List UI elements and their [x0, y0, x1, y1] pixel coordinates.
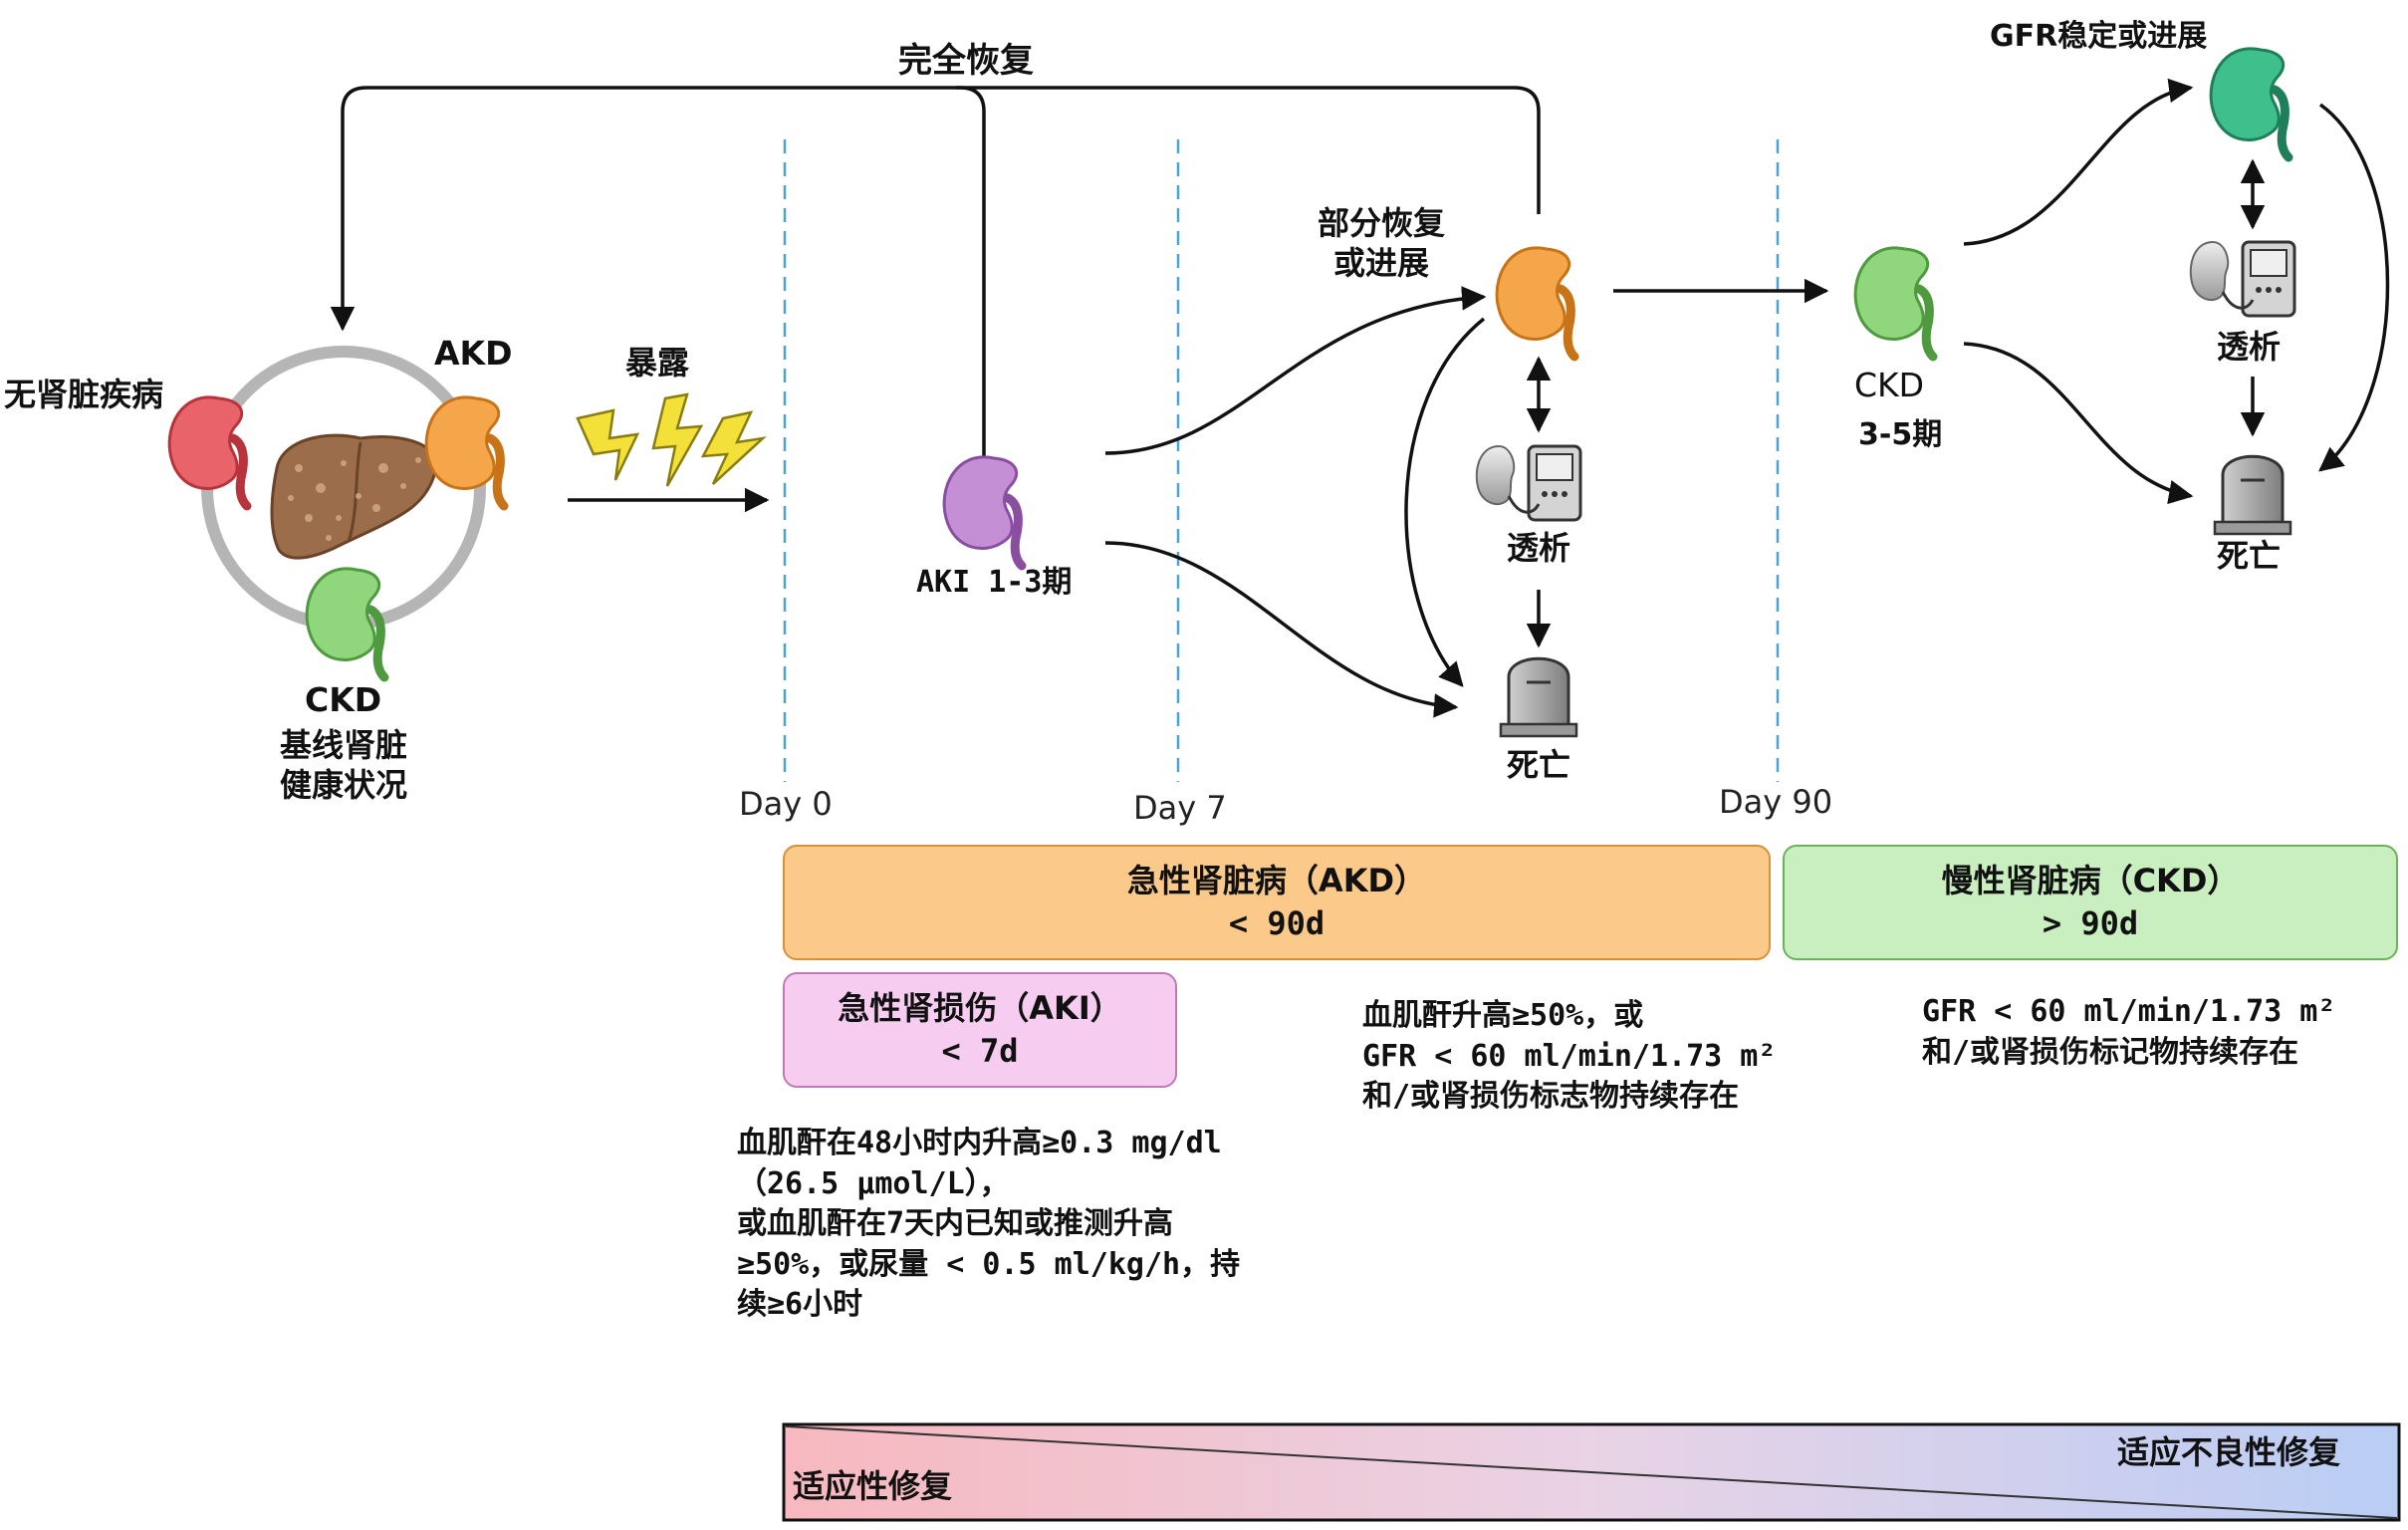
ckd-box-duration: > 90d: [2042, 904, 2139, 942]
repair-gradient-bar: [782, 1422, 2401, 1522]
aki-box-title: 急性肾损伤（AKI）: [838, 988, 1122, 1027]
ckd-box-title: 慢性肾脏病（CKD）: [1941, 861, 2240, 899]
adaptive-repair-label: 适应性修复: [793, 1467, 953, 1505]
aki-to-partial-arrow: [1104, 286, 1487, 455]
lightning-icon: [576, 392, 767, 487]
aki-to-death-arrow: [1104, 541, 1459, 718]
day0-label: Day 0: [739, 785, 833, 823]
kidney-green-ckd-icon: [1853, 246, 1933, 357]
day7-label: Day 7: [1133, 789, 1227, 827]
ckd-to-death-arrow: [1963, 342, 2194, 505]
partial-recovery-label: 部分恢复 或进展: [1307, 203, 1456, 283]
dialysis-label: 透析: [1507, 529, 1571, 567]
baseline-label: 基线肾脏 健康状况: [269, 725, 418, 805]
liver-icon: [270, 433, 437, 560]
no-kidney-disease-label: 无肾脏疾病: [4, 376, 164, 413]
ckd-stage-label: 3-5期: [1858, 417, 1943, 452]
ckd-right-label: CKD: [1854, 366, 1925, 404]
kidney-purple-icon: [942, 455, 1022, 566]
ckd-phase-box: 慢性肾脏病（CKD） > 90d: [1783, 845, 2398, 960]
aki-phase-box: 急性肾损伤（AKI） < 7d: [783, 972, 1177, 1088]
akd-box-duration: < 90d: [1228, 904, 1325, 942]
ckd-criteria: GFR < 60 ml/min/1.73 m² 和/或肾损伤标记物持续存在: [1922, 992, 2335, 1073]
baseline-line1: 基线肾脏: [279, 726, 407, 764]
akd-criteria-line: 和/或肾损伤标志物持续存在: [1362, 1079, 1740, 1114]
kidney-orange-partial-icon: [1495, 246, 1574, 357]
aki-criteria-line: 血肌酐在48小时内升高≥0.3 mg/dl: [737, 1126, 1222, 1160]
ckd-criteria-line: GFR < 60 ml/min/1.73 m²: [1922, 994, 2336, 1029]
kidney-red-icon: [167, 395, 247, 506]
akd-circle-label: AKD: [434, 334, 513, 373]
ckd-circle-label: CKD: [305, 680, 382, 719]
kidney-orange-icon: [424, 395, 504, 506]
dialysis-machine-right-icon: [2189, 240, 2296, 318]
aki-criteria-line: （26.5 μmol/L），: [737, 1165, 1010, 1201]
aki-box-duration: < 7d: [941, 1032, 1019, 1070]
aki-criteria-line: 续≥6小时: [737, 1287, 863, 1322]
ckd-criteria-line: 和/或肾损伤标记物持续存在: [1922, 1034, 2299, 1070]
baseline-line2: 健康状况: [279, 766, 407, 804]
tombstone-icon: [1499, 656, 1578, 738]
aki-criteria-line: 或血肌酐在7天内已知或推测升高: [737, 1206, 1174, 1241]
aki-stage-label: AKI 1-3期: [916, 565, 1073, 600]
akd-box-title: 急性肾脏病（AKD）: [1126, 861, 1427, 899]
akd-criteria: 血肌酐升高≥50%，或 GFR < 60 ml/min/1.73 m² 和/或肾…: [1362, 996, 1776, 1118]
akd-phase-box: 急性肾脏病（AKD） < 90d: [783, 845, 1771, 960]
day90-label: Day 90: [1719, 783, 1833, 821]
death-label: 死亡: [1507, 746, 1571, 784]
dialysis-machine-icon: [1475, 444, 1582, 522]
aki-criteria-line: ≥50%，或尿量 < 0.5 ml/kg/h，持: [737, 1246, 1241, 1282]
partial-to-death-arrow: [1404, 317, 1486, 687]
ckd-to-gfr-arrow: [1963, 78, 2194, 246]
kidney-teal-icon: [2209, 47, 2288, 157]
death-right-label: 死亡: [2217, 537, 2282, 575]
exposure-label: 暴露: [625, 344, 690, 382]
complete-recovery-arrow: [330, 86, 986, 468]
akd-criteria-line: 血肌酐升高≥50%，或: [1362, 998, 1644, 1033]
partial-line1: 部分恢复: [1317, 204, 1445, 242]
complete-recovery-label: 完全恢复: [898, 41, 1034, 81]
tombstone-right-icon: [2213, 454, 2292, 536]
gfr-to-death-arrow: [2318, 103, 2390, 472]
aki-criteria: 血肌酐在48小时内升高≥0.3 mg/dl （26.5 μmol/L）， 或血肌…: [737, 1124, 1240, 1326]
dialysis-right-label: 透析: [2217, 328, 2282, 366]
gfr-stable-label: GFR稳定或进展: [1990, 19, 2208, 54]
partial-line2: 或进展: [1332, 244, 1429, 282]
partial-to-complete-line: [956, 86, 1541, 214]
maladaptive-repair-label: 适应不良性修复: [2117, 1433, 2341, 1471]
akd-criteria-line: GFR < 60 ml/min/1.73 m²: [1362, 1038, 1777, 1074]
